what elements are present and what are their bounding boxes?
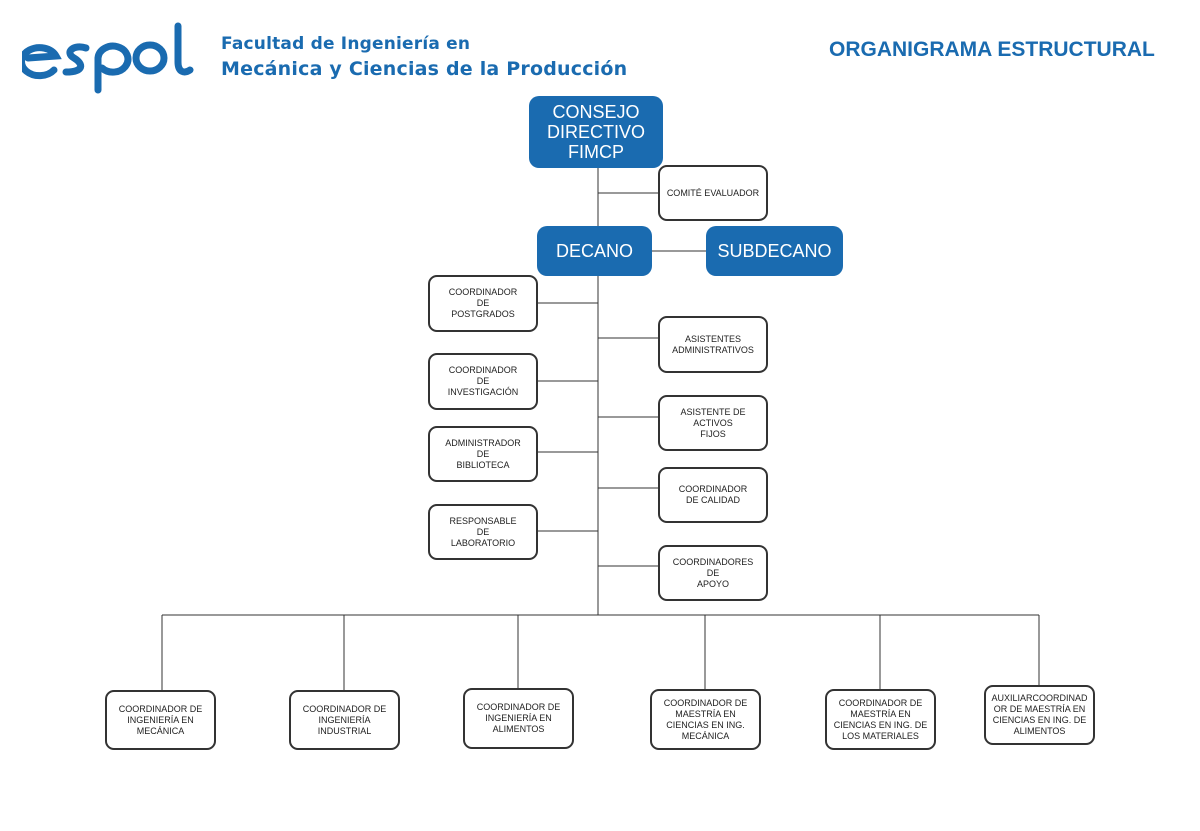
node-label: DECANO [555,241,633,261]
node-label: COORDINADOR DE INGENIERÍA EN MECÁNICA [118,703,203,736]
node-label: RESPONSABLE DE LABORATORIO [449,515,517,548]
node-coord-maestria-materiales: COORDINADOR DE MAESTRÍA EN CIENCIAS EN I… [825,689,936,750]
node-administrador-biblioteca: ADMINISTRADOR DE BIBLIOTECA [428,426,538,482]
node-coord-maestria-mecanica: COORDINADOR DE MAESTRÍA EN CIENCIAS EN I… [650,689,761,750]
node-consejo-directivo: CONSEJO DIRECTIVO FIMCP [529,96,663,168]
faculty-name-line-2: Mecánica y Ciencias de la Producción [221,58,628,80]
node-label: AUXILIARCOORDINAD OR DE MAESTRÍA EN CIEN… [991,693,1088,736]
node-label: COORDINADOR DE INGENIERÍA INDUSTRIAL [302,703,387,736]
node-responsable-laboratorio: RESPONSABLE DE LABORATORIO [428,504,538,560]
node-label: CONSEJO DIRECTIVO FIMCP [546,102,645,162]
node-coord-ing-alimentos: COORDINADOR DE INGENIERÍA EN ALIMENTOS [463,688,574,749]
espol-logo [22,22,194,94]
node-coord-ing-mecanica: COORDINADOR DE INGENIERÍA EN MECÁNICA [105,690,216,750]
node-asistente-activos-fijos: ASISTENTE DE ACTIVOS FIJOS [658,395,768,451]
node-label: SUBDECANO [717,241,832,261]
node-label: COORDINADOR DE INVESTIGACIÓN [447,365,519,397]
node-coord-ing-industrial: COORDINADOR DE INGENIERÍA INDUSTRIAL [289,690,400,750]
node-label: ADMINISTRADOR DE BIBLIOTECA [445,437,521,470]
node-label: COORDINADOR DE MAESTRÍA EN CIENCIAS EN I… [833,697,928,741]
node-label: ASISTENTE DE ACTIVOS FIJOS [680,406,746,439]
node-coordinadores-apoyo: COORDINADORES DE APOYO [658,545,768,601]
node-coordinador-calidad: COORDINADOR DE CALIDAD [658,467,768,523]
node-aux-coord-maestria-alimentos: AUXILIARCOORDINAD OR DE MAESTRÍA EN CIEN… [984,685,1095,745]
faculty-name-line-1: Facultad de Ingeniería en [221,34,471,54]
node-comite-evaluador: COMITÉ EVALUADOR [658,165,768,221]
node-label: ASISTENTES ADMINISTRATIVOS [672,333,754,355]
node-asistentes-administrativos: ASISTENTES ADMINISTRATIVOS [658,316,768,373]
node-label: COORDINADOR DE INGENIERÍA EN ALIMENTOS [476,702,561,734]
node-label: COMITÉ EVALUADOR [666,187,760,198]
page-title: ORGANIGRAMA ESTRUCTURAL [829,38,1155,61]
node-decano: DECANO [537,226,652,276]
node-label: COORDINADOR DE MAESTRÍA EN CIENCIAS EN I… [663,697,748,741]
node-subdecano: SUBDECANO [706,226,843,276]
node-coordinador-postgrados: COORDINADOR DE POSTGRADOS [428,275,538,332]
node-label: COORDINADOR DE POSTGRADOS [448,287,518,319]
node-label: COORDINADOR DE CALIDAD [678,484,748,505]
node-coordinador-investigacion: COORDINADOR DE INVESTIGACIÓN [428,353,538,410]
node-label: COORDINADORES DE APOYO [672,556,754,589]
